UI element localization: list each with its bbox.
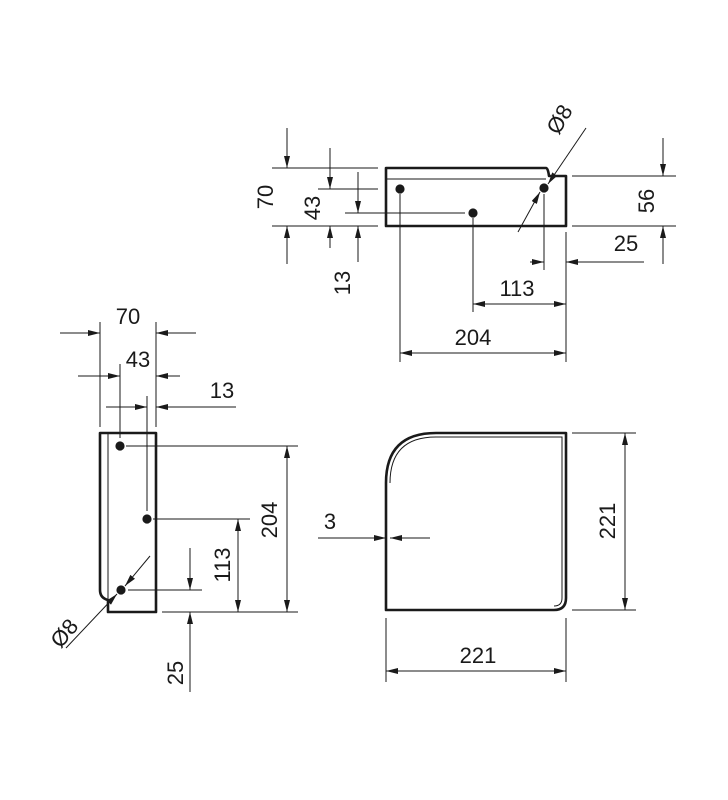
dim-label-side-113: 113 <box>210 547 235 582</box>
top-view-hole-center <box>468 208 478 218</box>
side-view-hole-top <box>115 441 125 451</box>
dim-label-side-25: 25 <box>163 661 188 685</box>
dim-label-plan-221-h: 221 <box>460 643 497 668</box>
side-view-hole-bottom <box>116 585 126 595</box>
dim-label-top-56: 56 <box>634 189 659 213</box>
top-view-hole-left <box>395 184 405 194</box>
dim-line-top-d8 <box>517 191 541 233</box>
dim-label-side-13: 13 <box>210 378 234 403</box>
dim-label-top-43: 43 <box>300 196 325 220</box>
dim-label-side-43: 43 <box>126 347 150 372</box>
dim-label-side-204: 204 <box>257 502 282 539</box>
dim-label-plan-3: 3 <box>324 509 336 534</box>
dim-label-top-d8: Ø8 <box>541 100 577 138</box>
dim-line-top-d8 <box>547 127 587 185</box>
dim-label-top-13: 13 <box>330 271 355 295</box>
dim-label-side-d8: Ø8 <box>45 614 83 653</box>
plan-view-inner-edge <box>389 436 563 607</box>
plan-view-body <box>384 431 568 612</box>
side-view-hole-center <box>142 514 152 524</box>
dim-line-side-d8 <box>124 555 151 587</box>
dim-label-top-204: 204 <box>455 325 492 350</box>
dim-line-side-d8 <box>65 593 118 649</box>
top-view-hole-right <box>539 183 549 193</box>
dim-label-top-25: 25 <box>614 231 638 256</box>
side-view-body <box>98 431 158 614</box>
dim-label-side-70: 70 <box>116 304 140 329</box>
plan-view: 3 221 221 <box>318 431 636 682</box>
dim-label-plan-221-v: 221 <box>595 503 620 540</box>
top-view-body <box>384 166 568 228</box>
top-view: 70 43 13 Ø8 56 25 113 204 <box>253 100 676 362</box>
side-view: 70 43 13 204 113 25 Ø8 <box>45 304 298 692</box>
dim-label-top-113: 113 <box>499 276 534 301</box>
dim-label-top-70: 70 <box>253 185 278 209</box>
